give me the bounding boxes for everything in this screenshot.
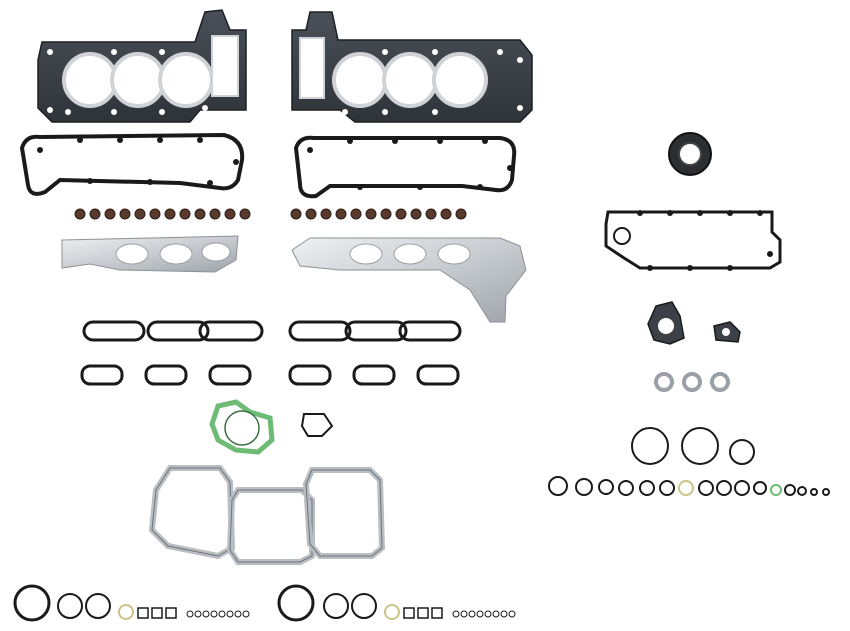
small-round-gasket — [300, 413, 334, 437]
port-seal-gaskets-left — [80, 364, 252, 386]
port-seal-gaskets-right — [288, 364, 460, 386]
oil-pan-gasket-center — [226, 487, 315, 565]
valve-stem-seals-right — [290, 208, 467, 220]
intake-manifold-gasket-left — [82, 320, 264, 342]
oil-cooler-gasket — [604, 210, 782, 271]
thermostat-housing-gasket — [647, 301, 685, 345]
o-rings-large — [631, 427, 755, 465]
valve-cover-gasket-left — [19, 132, 245, 196]
crankshaft-seal — [668, 132, 712, 176]
sensor-gasket — [713, 321, 741, 343]
cylinder-head-gasket-left — [37, 9, 247, 123]
oil-pan-gasket-right — [302, 467, 386, 559]
o-ring-row-right — [548, 476, 830, 496]
o-ring-set-bottom-left — [13, 584, 250, 622]
exhaust-manifold-gasket-left — [61, 235, 239, 273]
intake-manifold-gasket-right — [288, 320, 462, 342]
o-ring-set-bottom-center — [277, 584, 516, 622]
cylinder-head-gasket-right — [291, 11, 533, 123]
valve-cover-gasket-right — [293, 135, 517, 199]
oil-pan-gasket-left — [148, 465, 236, 560]
exhaust-manifold-gasket-right — [291, 237, 527, 323]
throttle-body-gasket — [209, 399, 275, 455]
valve-stem-seals-left — [74, 208, 251, 220]
seal-rings-small — [654, 372, 730, 392]
